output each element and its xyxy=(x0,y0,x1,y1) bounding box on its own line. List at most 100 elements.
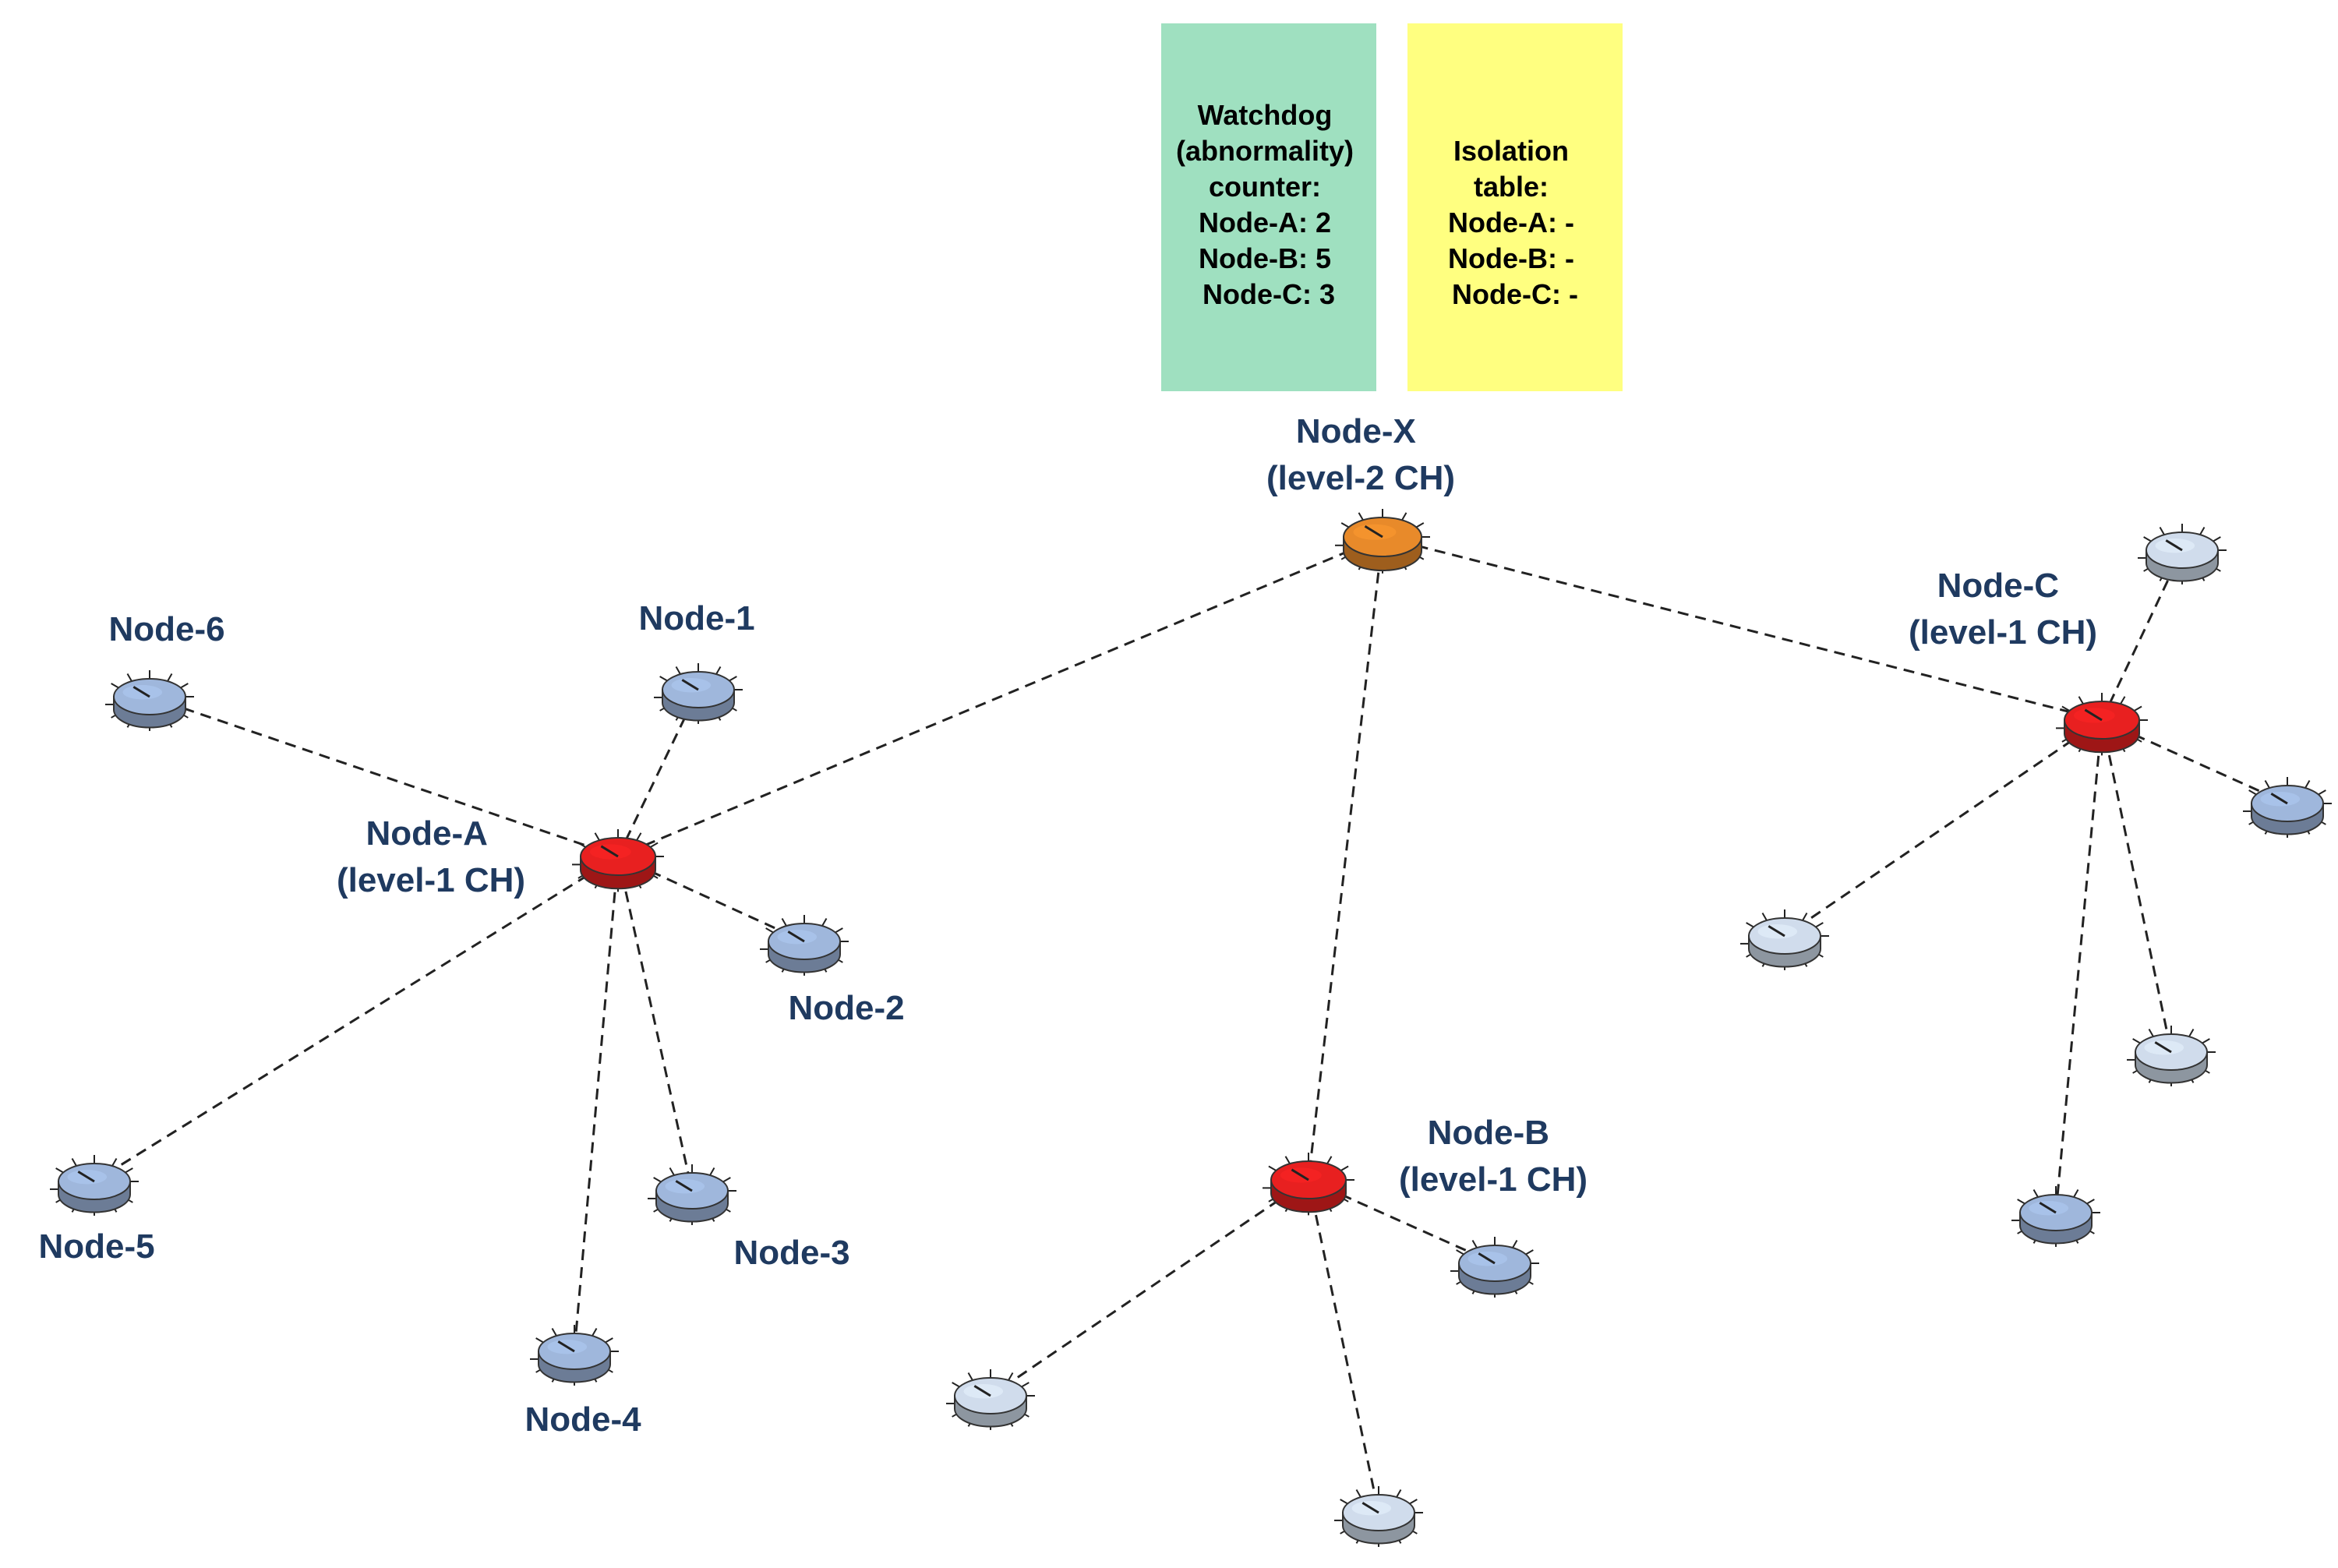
node-tick xyxy=(125,1167,133,1174)
node-tick xyxy=(2061,705,2070,712)
node-antenna xyxy=(2084,708,2103,722)
nodes-layer xyxy=(50,509,2332,1547)
node-c-role: (level-1 CH) xyxy=(1909,613,2097,652)
watchdog-line: Node-A: 2 xyxy=(1199,207,1331,238)
link-node-x-node-b xyxy=(1307,536,1384,1181)
node-tick xyxy=(722,1177,731,1183)
node-6-label: Node-6 xyxy=(108,610,224,648)
link-node-a-node-4 xyxy=(573,856,620,1352)
link-node-c-c-m4 xyxy=(2100,719,2173,1053)
link-node-a-node-5 xyxy=(94,855,619,1183)
node-tick xyxy=(55,1167,64,1174)
node-tick xyxy=(1340,522,1350,528)
node-3-icon xyxy=(648,1164,736,1225)
link-node-b-b-m2 xyxy=(990,1178,1309,1397)
node-tick xyxy=(781,918,787,927)
node-tick xyxy=(1512,1240,1518,1248)
node-b-role: (level-1 CH) xyxy=(1399,1160,1588,1199)
node-tick xyxy=(2017,1199,2025,1205)
isolation-line: table: xyxy=(1474,171,1549,203)
isolation-table-box: Isolation table: Node-A: - Node-B: - Nod… xyxy=(1407,23,1623,391)
node-tick xyxy=(2134,705,2142,712)
c-m4-icon xyxy=(2127,1026,2216,1086)
node-tick xyxy=(2318,789,2326,796)
node-tick xyxy=(2086,1199,2095,1205)
node-2-icon xyxy=(760,915,849,976)
node-1-label: Node-1 xyxy=(638,599,754,637)
node-tick xyxy=(659,676,668,682)
node-tick xyxy=(835,927,843,934)
link-node-b-b-m1 xyxy=(1308,1178,1496,1265)
node-antenna xyxy=(2039,1202,2057,1214)
node-tick xyxy=(2188,1029,2195,1037)
node-antenna xyxy=(973,1385,991,1397)
node-tick xyxy=(2264,780,2270,789)
node-tick xyxy=(2033,1189,2039,1198)
node-tick xyxy=(967,1372,973,1381)
node-tick xyxy=(2078,696,2084,705)
node-antenna xyxy=(787,931,805,943)
node-a-name: Node-A xyxy=(366,814,487,853)
c-m2-icon xyxy=(2243,777,2332,838)
watchdog-counter-box: Watchdog (abnormality) counter: Node-A: … xyxy=(1161,23,1376,391)
link-node-c-c-m3 xyxy=(1784,719,2103,938)
node-tick xyxy=(2202,1038,2210,1044)
isolation-line: Node-B: - xyxy=(1448,242,1574,274)
node-x-role: (level-2 CH) xyxy=(1266,459,1455,497)
node-tick xyxy=(1401,512,1407,521)
node-a-icon xyxy=(572,829,664,892)
node-tick xyxy=(1396,1489,1402,1498)
node-antenna xyxy=(1478,1252,1496,1265)
node-4-icon xyxy=(530,1325,619,1386)
node-tick xyxy=(675,666,681,675)
node-c-name: Node-C xyxy=(1937,567,2059,605)
node-tick xyxy=(952,1382,960,1388)
node-tick xyxy=(653,1177,662,1183)
c-m3-icon xyxy=(1740,909,1829,970)
node-4-label: Node-4 xyxy=(524,1400,641,1439)
node-x-icon xyxy=(1335,509,1430,574)
node-tick xyxy=(126,673,132,682)
node-tick xyxy=(1746,922,1754,928)
b-m1-icon xyxy=(1450,1237,1539,1298)
b-m2-icon xyxy=(946,1369,1035,1430)
node-2-label: Node-2 xyxy=(788,989,904,1027)
link-node-x-node-a xyxy=(617,535,1383,858)
node-tick xyxy=(2213,536,2221,542)
node-tick xyxy=(1326,1156,1333,1164)
node-5-label: Node-5 xyxy=(38,1227,154,1266)
node-antenna xyxy=(2165,539,2183,552)
node-antenna xyxy=(2270,793,2288,805)
node-c-icon xyxy=(2056,693,2148,756)
link-node-b-b-m3 xyxy=(1307,1179,1380,1513)
node-tick xyxy=(1358,512,1364,521)
node-tick xyxy=(2304,780,2311,789)
node-tick xyxy=(180,683,189,689)
node-tick xyxy=(1415,522,1425,528)
node-tick xyxy=(2199,527,2206,535)
node-tick xyxy=(1021,1382,1029,1388)
link-node-a-node-2 xyxy=(617,855,805,943)
watchdog-line: Watchdog xyxy=(1198,99,1333,131)
node-antenna xyxy=(1768,925,1785,938)
node-tick xyxy=(1008,1372,1014,1381)
node-3-label: Node-3 xyxy=(733,1234,849,1272)
node-tick xyxy=(709,1167,715,1176)
node-tick xyxy=(1268,1165,1277,1171)
node-antenna xyxy=(1291,1168,1309,1181)
b-m3-icon xyxy=(1334,1486,1423,1547)
node-tick xyxy=(1409,1499,1418,1505)
node-tick xyxy=(605,1337,613,1344)
node-tick xyxy=(729,676,737,682)
c-m1-icon xyxy=(2138,524,2227,584)
c-m5-icon xyxy=(2011,1186,2100,1247)
node-tick xyxy=(650,842,659,848)
node-tick xyxy=(2148,1029,2154,1037)
node-antenna xyxy=(2154,1041,2172,1054)
node-tick xyxy=(1525,1249,1534,1255)
node-tick xyxy=(1456,1249,1464,1255)
links-layer xyxy=(94,535,2288,1513)
node-tick xyxy=(1340,1499,1348,1505)
node-a-role: (level-1 CH) xyxy=(337,861,525,899)
node-tick xyxy=(1284,1156,1291,1164)
